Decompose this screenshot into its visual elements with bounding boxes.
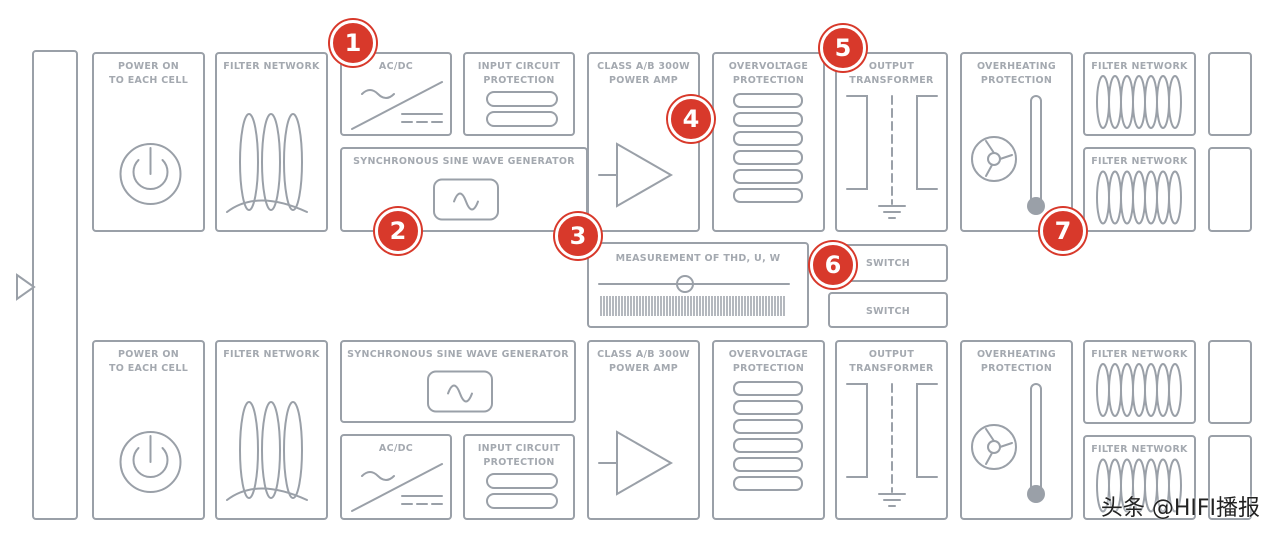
input-bus: [32, 50, 78, 520]
filter-graphic: [226, 113, 308, 213]
callout-marker-6: 6: [810, 242, 856, 288]
acdc-graphic: [351, 463, 443, 512]
acdc-label: AC/DC: [378, 61, 414, 72]
measurement-block: MEASUREMENT OF THD, U, W: [587, 242, 809, 328]
filter6-graphic: [1096, 363, 1182, 417]
filter-label: FILTER NETWORK: [1091, 156, 1188, 167]
transformer-graphic: [846, 95, 938, 219]
output-block: [1208, 435, 1252, 520]
power-graphic: [119, 431, 182, 493]
filter-label: FILTER NETWORK: [223, 61, 320, 72]
power-label: POWER ON TO EACH CELL: [108, 349, 189, 374]
filter-label: FILTER NETWORK: [223, 349, 320, 360]
filter-network-block: FILTER NETWORK: [215, 52, 328, 232]
meter-graphic: [598, 275, 790, 316]
watermark: 头条 @HIFI播报: [1100, 496, 1260, 521]
filter-network-block: FILTER NETWORK: [1083, 52, 1196, 136]
callout-marker-1: 1: [330, 20, 376, 66]
switch-label: SWITCH: [865, 306, 911, 317]
overvoltage-graphic: [733, 381, 803, 491]
overvoltage-block: OVERVOLTAGE PROTECTION: [712, 52, 825, 232]
overheating-label: OVERHEATING PROTECTION: [976, 349, 1057, 374]
overvoltage-graphic: [733, 93, 803, 203]
amp-label: CLASS A/B 300W POWER AMP: [597, 349, 690, 374]
filter-graphic: [226, 401, 308, 501]
input-label: INPUT CIRCUIT PROTECTION: [477, 443, 561, 468]
filter6-graphic: [1096, 170, 1182, 225]
callout-marker-3: 3: [555, 213, 601, 259]
overheating-block: OVERHEATING PROTECTION: [960, 340, 1073, 520]
amp-block: CLASS A/B 300W POWER AMP: [587, 52, 700, 232]
overheating-label: OVERHEATING PROTECTION: [976, 61, 1057, 86]
sync-label: SYNCHRONOUS SINE WAVE GENERATOR: [353, 156, 575, 167]
output-block: [1208, 340, 1252, 424]
input-graphic: [486, 91, 558, 127]
overvoltage-label: OVERVOLTAGE PROTECTION: [728, 61, 809, 86]
output-block: [1208, 52, 1252, 136]
callout-marker-5: 5: [820, 25, 866, 71]
filter-network-block: FILTER NETWORK: [1083, 340, 1196, 424]
transformer-label: OUTPUT TRANSFORMER: [849, 349, 934, 374]
sync-block: SYNCHRONOUS SINE WAVE GENERATOR: [340, 147, 588, 232]
input-block: INPUT CIRCUIT PROTECTION: [463, 434, 575, 520]
power-graphic: [119, 143, 182, 205]
transformer-block: OUTPUT TRANSFORMER: [835, 52, 948, 232]
input-block: INPUT CIRCUIT PROTECTION: [463, 52, 575, 136]
output-block: [1208, 147, 1252, 232]
switch-label: SWITCH: [865, 258, 911, 269]
callout-marker-2: 2: [375, 208, 421, 254]
sync-block: SYNCHRONOUS SINE WAVE GENERATOR: [340, 340, 576, 423]
overvoltage-block: OVERVOLTAGE PROTECTION: [712, 340, 825, 520]
overvoltage-label: OVERVOLTAGE PROTECTION: [728, 349, 809, 374]
input-arrow-icon: [14, 272, 38, 306]
filter-network-block: FILTER NETWORK: [1083, 435, 1196, 520]
acdc-block: AC/DC: [340, 52, 452, 136]
filter-label: FILTER NETWORK: [1091, 61, 1188, 72]
callout-marker-7: 7: [1040, 208, 1086, 254]
filter-label: FILTER NETWORK: [1091, 444, 1188, 455]
filter-network-block: FILTER NETWORK: [1083, 147, 1196, 232]
sync-label: SYNCHRONOUS SINE WAVE GENERATOR: [347, 349, 569, 360]
filter-network-block: FILTER NETWORK: [215, 340, 328, 520]
power-block: POWER ON TO EACH CELL: [92, 52, 205, 232]
input-label: INPUT CIRCUIT PROTECTION: [477, 61, 561, 86]
overheating-graphic: [971, 383, 1045, 503]
power-label: POWER ON TO EACH CELL: [108, 61, 189, 86]
transformer-label: OUTPUT TRANSFORMER: [849, 61, 934, 86]
switch-block: SWITCH: [828, 292, 948, 328]
overheating-block: OVERHEATING PROTECTION: [960, 52, 1073, 232]
power-block: POWER ON TO EACH CELL: [92, 340, 205, 520]
input-graphic: [486, 473, 558, 509]
transformer-graphic: [846, 383, 938, 507]
amp-graphic: [598, 430, 674, 496]
acdc-block: AC/DC: [340, 434, 452, 520]
acdc-graphic: [351, 81, 443, 130]
filter-label: FILTER NETWORK: [1091, 349, 1188, 360]
filter6-graphic: [1096, 458, 1182, 513]
measurement-label: MEASUREMENT OF THD, U, W: [615, 253, 781, 264]
callout-marker-4: 4: [668, 96, 714, 142]
overheating-graphic: [971, 95, 1045, 215]
sync-graphic: [427, 370, 493, 413]
sync-graphic: [433, 178, 499, 221]
amp-block: CLASS A/B 300W POWER AMP: [587, 340, 700, 520]
transformer-block: OUTPUT TRANSFORMER: [835, 340, 948, 520]
amp-graphic: [598, 142, 674, 208]
acdc-label: AC/DC: [378, 443, 414, 454]
amp-label: CLASS A/B 300W POWER AMP: [597, 61, 690, 86]
filter6-graphic: [1096, 75, 1182, 129]
